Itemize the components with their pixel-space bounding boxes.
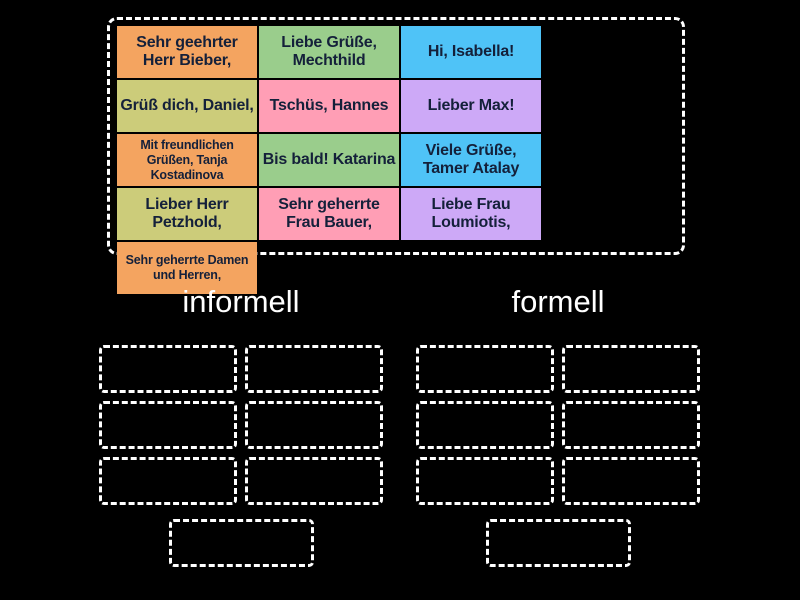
drop-slot[interactable] [245, 401, 383, 449]
drop-slot[interactable] [562, 457, 700, 505]
draggable-tile[interactable]: Liebe Grüße, Mechthild [259, 26, 399, 78]
draggable-tile[interactable]: Hi, Isabella! [401, 26, 541, 78]
draggable-tile[interactable]: Lieber Max! [401, 80, 541, 132]
group-title-formell: formell [511, 284, 605, 319]
slot-grid-formell [412, 345, 704, 567]
drop-slot[interactable] [245, 457, 383, 505]
draggable-tile[interactable]: Bis bald! Katarina [259, 134, 399, 186]
drop-slot[interactable] [416, 401, 554, 449]
draggable-tile[interactable]: Mit freundlichen Grüßen, Tanja Kostadino… [117, 134, 257, 186]
drop-slot[interactable] [562, 401, 700, 449]
group-formell: formell [408, 286, 708, 567]
drop-slot[interactable] [485, 519, 631, 567]
tile-bank: Sehr geehrter Herr Bieber,Liebe Grüße, M… [107, 17, 685, 294]
drop-slot[interactable] [99, 401, 237, 449]
slot-grid-informell [95, 345, 387, 567]
drop-slot[interactable] [99, 345, 237, 393]
drop-slot[interactable] [245, 345, 383, 393]
drop-slot[interactable] [562, 345, 700, 393]
group-title-informell: informell [182, 284, 300, 319]
group-informell: informell [91, 286, 391, 567]
drop-slot[interactable] [416, 457, 554, 505]
drop-slot[interactable] [99, 457, 237, 505]
draggable-tile[interactable]: Sehr geehrter Herr Bieber, [117, 26, 257, 78]
draggable-tile[interactable]: Tschüs, Hannes [259, 80, 399, 132]
draggable-tile[interactable]: Lieber Herr Petzhold, [117, 188, 257, 240]
drop-slot[interactable] [168, 519, 314, 567]
draggable-tile[interactable]: Viele Grüße, Tamer Atalay [401, 134, 541, 186]
draggable-tile[interactable]: Sehr geherrte Frau Bauer, [259, 188, 399, 240]
draggable-tile[interactable]: Liebe Frau Loumiotis, [401, 188, 541, 240]
tile-grid: Sehr geehrter Herr Bieber,Liebe Grüße, M… [117, 26, 675, 294]
drop-slot[interactable] [416, 345, 554, 393]
draggable-tile[interactable]: Grüß dich, Daniel, [117, 80, 257, 132]
draggable-tile[interactable]: Sehr geherrte Damen und Herren, [117, 242, 257, 294]
